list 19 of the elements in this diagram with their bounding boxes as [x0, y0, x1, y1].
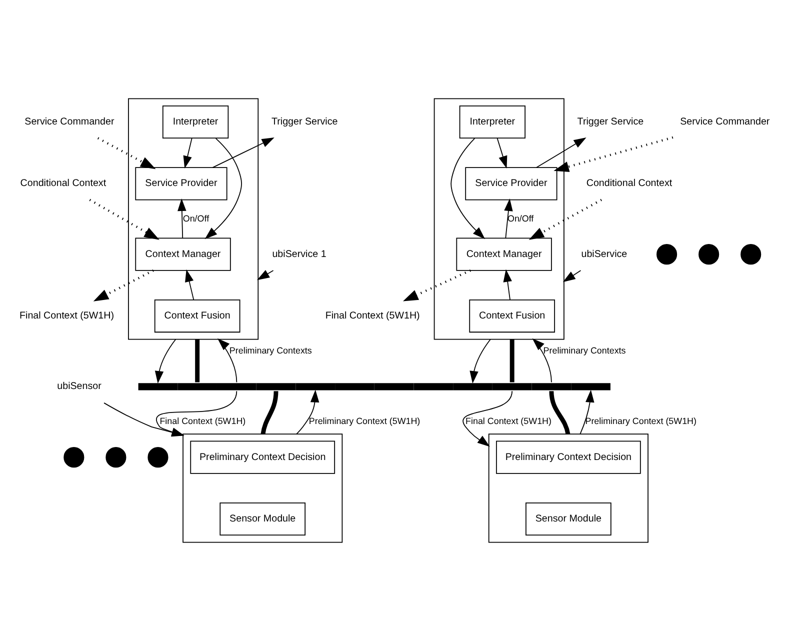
- node-text: ubiService 1: [272, 248, 326, 260]
- node-text: Trigger Service: [271, 116, 338, 127]
- node-text: Final Context (5W1H): [325, 310, 420, 322]
- node-text: Final Context (5W1H): [20, 310, 114, 322]
- edge-label: Preliminary Context (5W1H): [585, 416, 696, 426]
- node-text: Conditional Context: [20, 178, 106, 189]
- edge-label: Final Context (5W1H): [160, 416, 246, 426]
- edge-label: Preliminary Context (5W1H): [308, 416, 420, 426]
- edge-label: Preliminary Contexts: [543, 345, 626, 356]
- edge-label: On/Off: [508, 212, 534, 223]
- node-text: Service Commander: [24, 116, 114, 127]
- node-text: ubiService: [581, 248, 628, 260]
- node-text: Conditional Context: [586, 178, 672, 189]
- edge-label: Preliminary Contexts: [229, 345, 312, 356]
- edge-label: On/Off: [182, 212, 210, 223]
- node-text: Trigger Service: [577, 116, 644, 127]
- node-text: ubiSensor: [57, 380, 102, 392]
- node-text: Service Commander: [680, 116, 770, 127]
- edge-label: Final Context (5W1H): [466, 416, 552, 426]
